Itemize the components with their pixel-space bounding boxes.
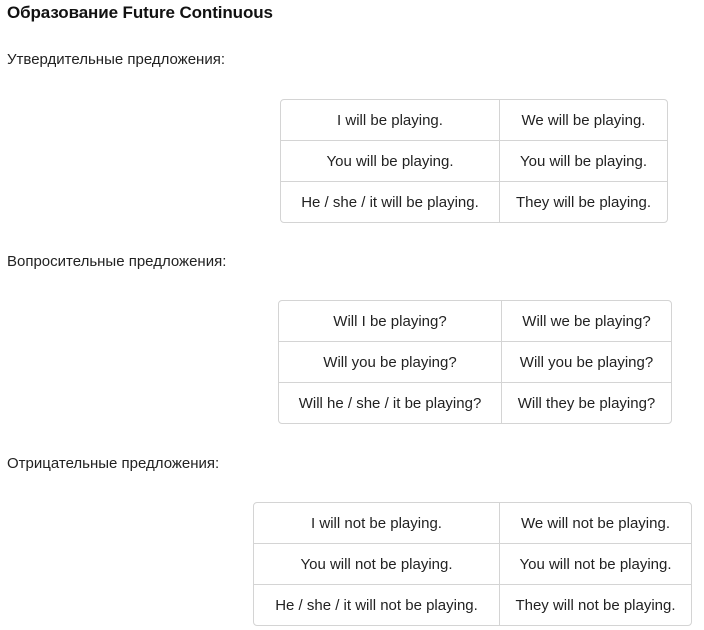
table-row: I will not be playing. We will not be pl… <box>254 503 691 544</box>
table-row: Will I be playing? Will we be playing? <box>279 301 671 342</box>
section-label-negative: Отрицательные предложения: <box>7 455 220 472</box>
negative-table: I will not be playing. We will not be pl… <box>253 502 692 626</box>
affirmative-table: I will be playing. We will be playing. Y… <box>280 99 668 223</box>
table-row: I will be playing. We will be playing. <box>281 100 667 141</box>
table-row: Will he / she / it be playing? Will they… <box>279 383 671 423</box>
table-cell-plural: We will be playing. <box>500 100 667 141</box>
table-cell-singular: He / she / it will be playing. <box>281 182 500 222</box>
table-cell-singular: Will you be playing? <box>279 342 502 383</box>
table-row: You will be playing. You will be playing… <box>281 141 667 182</box>
table-cell-plural: You will not be playing. <box>500 544 691 585</box>
table-cell-singular: I will not be playing. <box>254 503 500 544</box>
table-cell-plural: They will be playing. <box>515 193 652 211</box>
table-cell-singular: You will not be playing. <box>254 544 500 585</box>
table-cell-plural: Will you be playing? <box>502 342 671 383</box>
table-row: He / she / it will be playing. They will… <box>281 182 667 222</box>
table-cell-singular: You will be playing. <box>281 141 500 182</box>
table-row: Will you be playing? Will you be playing… <box>279 342 671 383</box>
section-label-affirmative: Утвердительные предложения: <box>7 51 226 68</box>
table-cell-plural: You will be playing. <box>500 141 667 182</box>
table-cell-plural: Will we be playing? <box>502 301 671 342</box>
table-cell-plural: They will not be playing. <box>515 596 676 614</box>
table-cell-plural: We will not be playing. <box>500 503 691 544</box>
table-cell-singular: Will he / she / it be playing? <box>279 383 502 423</box>
table-row: He / she / it will not be playing. They … <box>254 585 691 625</box>
table-cell-plural: Will they be playing? <box>517 394 656 412</box>
table-cell-singular: Will I be playing? <box>279 301 502 342</box>
section-label-interrogative: Вопросительные предложения: <box>7 253 227 270</box>
table-row: You will not be playing. You will not be… <box>254 544 691 585</box>
interrogative-table: Will I be playing? Will we be playing? W… <box>278 300 672 424</box>
page-title: Образование Future Continuous <box>7 3 273 22</box>
table-cell-singular: I will be playing. <box>281 100 500 141</box>
table-cell-singular: He / she / it will not be playing. <box>254 585 500 625</box>
